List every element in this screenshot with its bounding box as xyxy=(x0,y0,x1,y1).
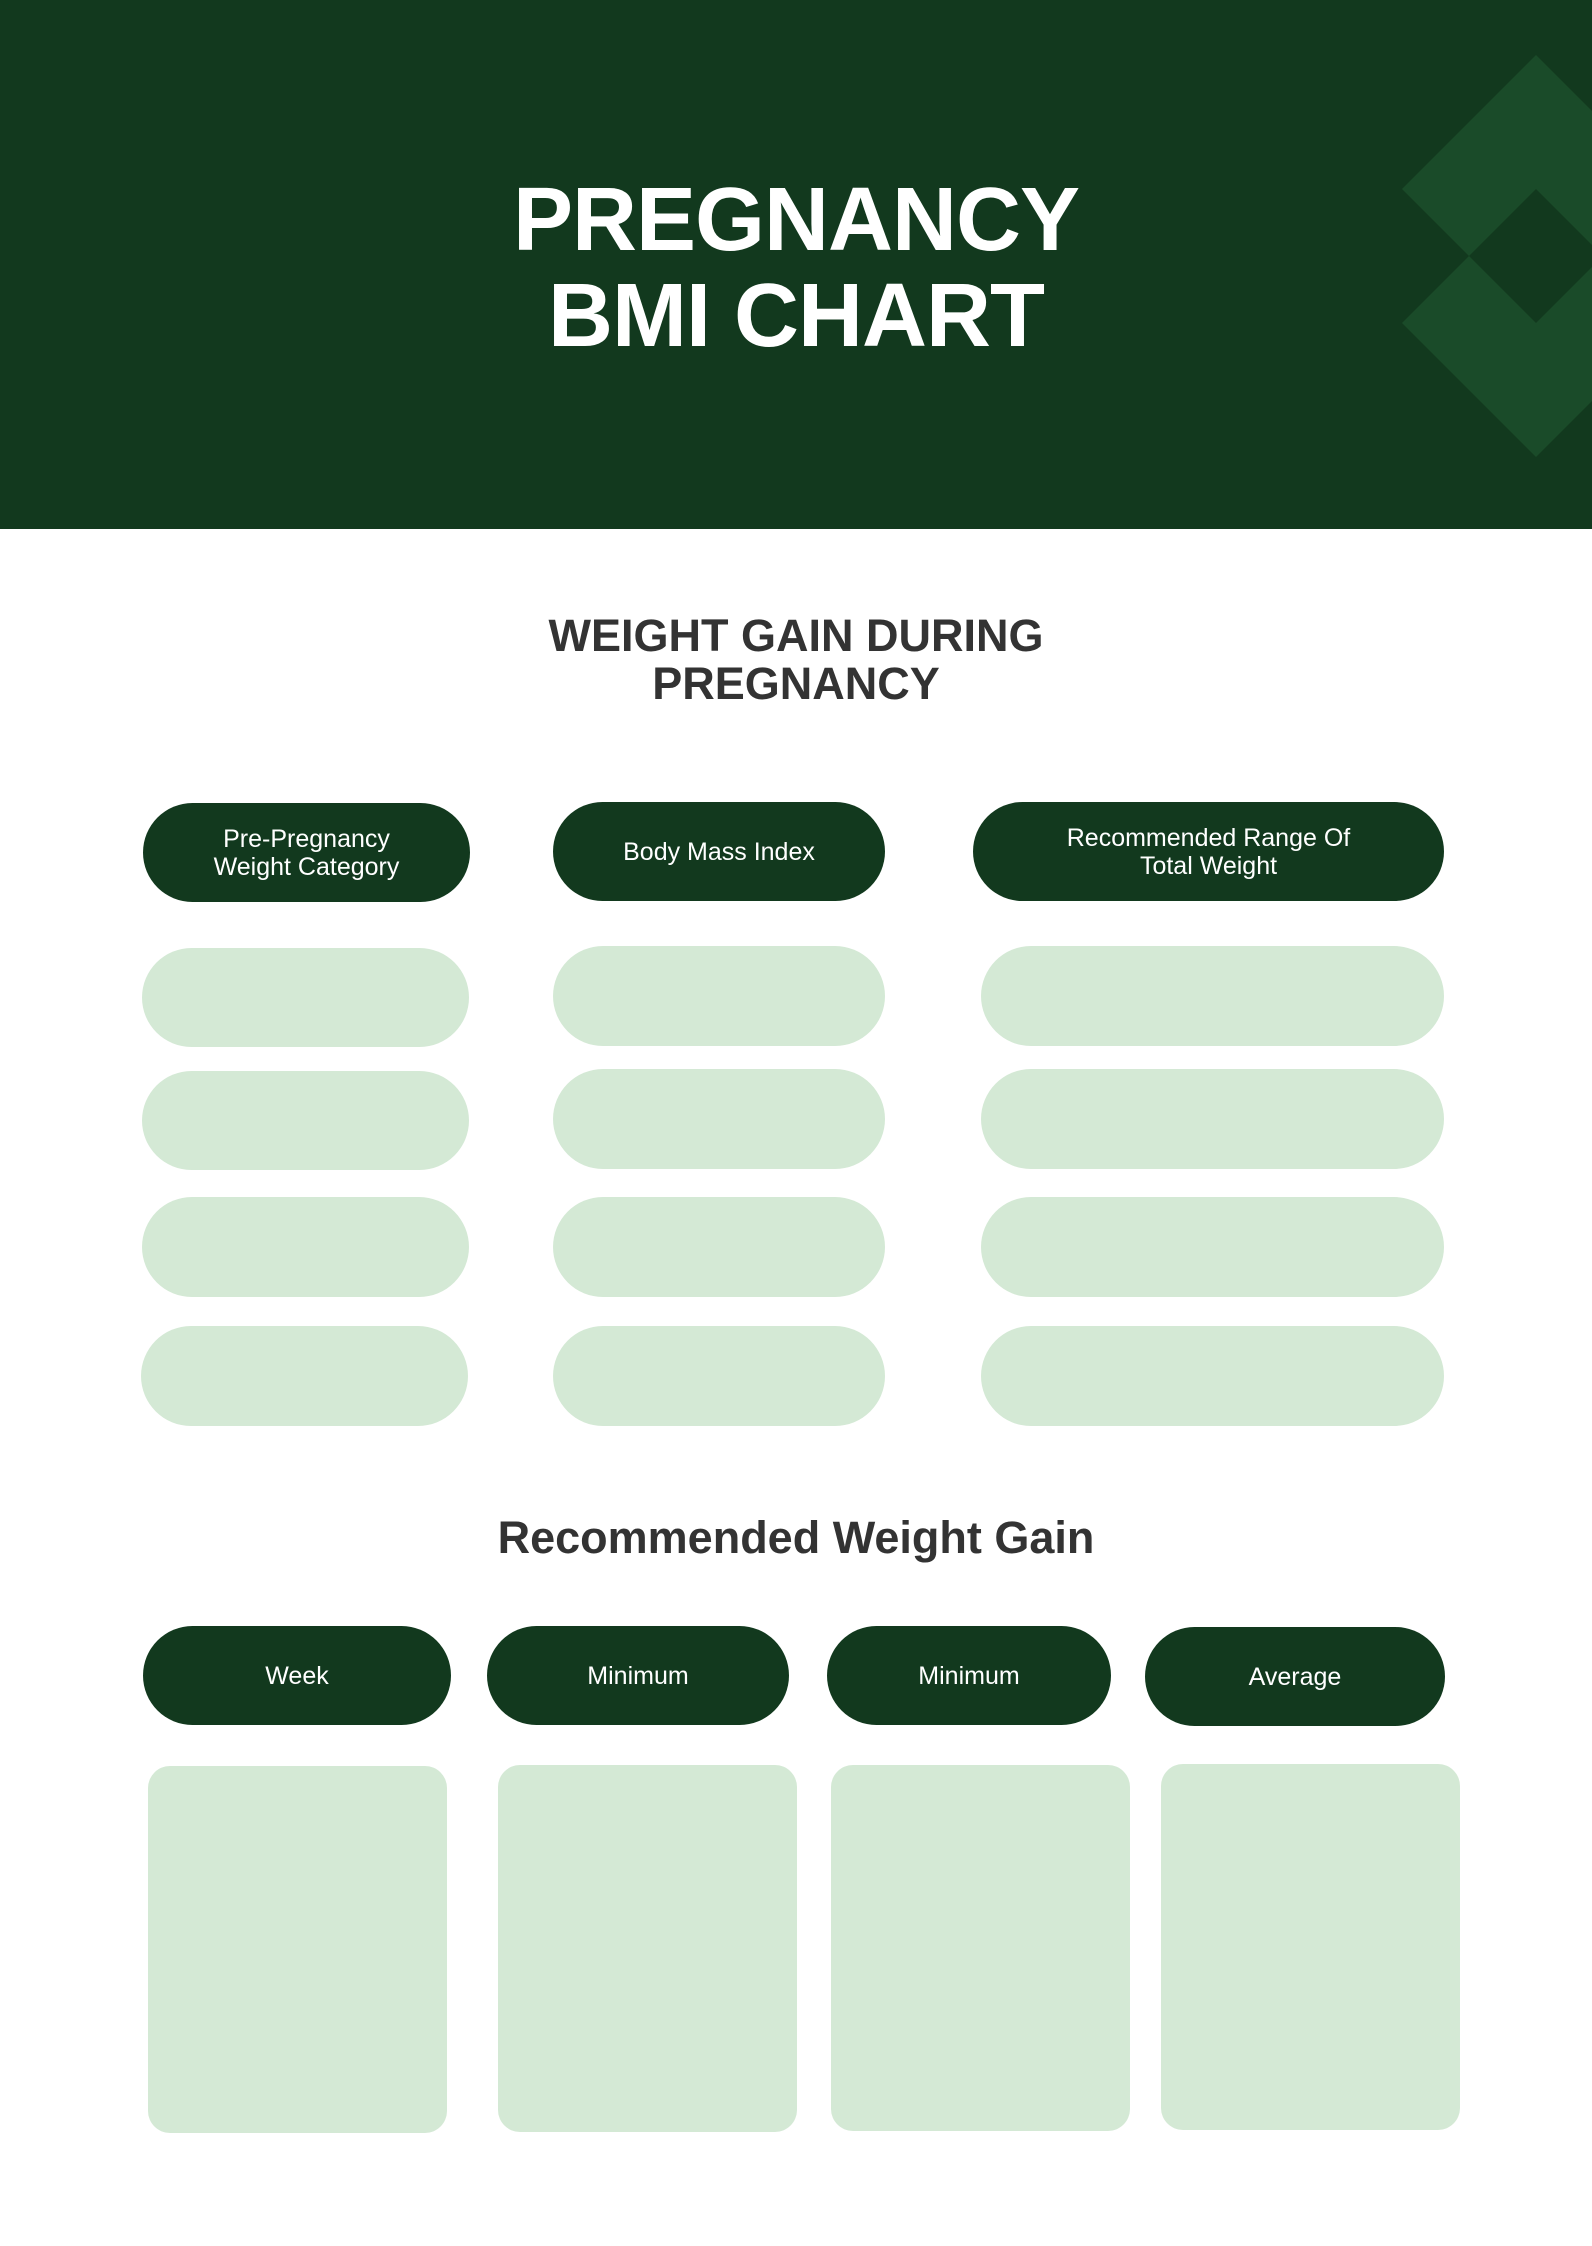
bmi-cell[interactable] xyxy=(553,946,885,1046)
minimum-value-box[interactable] xyxy=(498,1765,797,2132)
column-header-label: Week xyxy=(265,1661,329,1690)
recommended-weight-gain-heading: Recommended Weight Gain xyxy=(497,1512,1095,1563)
header-banner: PREGNANCY BMI CHART xyxy=(0,0,1592,529)
column-header-minimum-2: Minimum xyxy=(827,1626,1111,1725)
weight-category-cell[interactable] xyxy=(142,1071,469,1170)
column-header-bmi: Body Mass Index xyxy=(553,802,885,901)
title-line-2: BMI CHART xyxy=(548,266,1045,366)
recommended-range-cell[interactable] xyxy=(981,1326,1444,1426)
recommended-range-cell[interactable] xyxy=(981,1069,1444,1169)
column-header-label: Average xyxy=(1248,1662,1342,1691)
weight-category-cell[interactable] xyxy=(142,948,469,1047)
week-value-box[interactable] xyxy=(148,1766,447,2133)
recommended-range-cell[interactable] xyxy=(981,1197,1444,1297)
page-title: PREGNANCY BMI CHART xyxy=(0,172,1592,364)
recommended-range-cell[interactable] xyxy=(981,946,1444,1046)
title-line-1: PREGNANCY xyxy=(512,170,1080,270)
weight-gain-heading-line-2: PREGNANCY xyxy=(652,658,940,709)
column-header-recommended-range: Recommended Range Of Total Weight xyxy=(973,802,1444,901)
column-header-label: Weight Category xyxy=(213,852,400,881)
column-header-label: Body Mass Index xyxy=(623,837,815,866)
average-value-box[interactable] xyxy=(1161,1764,1460,2130)
column-header-label: Total Weight xyxy=(1139,851,1278,880)
column-header-minimum: Minimum xyxy=(487,1626,789,1725)
bmi-cell[interactable] xyxy=(553,1197,885,1297)
minimum-2-value-box[interactable] xyxy=(831,1765,1130,2131)
column-header-week: Week xyxy=(143,1626,451,1725)
bmi-cell[interactable] xyxy=(553,1326,885,1426)
weight-category-cell[interactable] xyxy=(142,1197,469,1297)
column-header-average: Average xyxy=(1145,1627,1445,1726)
weight-gain-heading: WEIGHT GAIN DURING PREGNANCY xyxy=(0,612,1592,708)
column-header-weight-category: Pre-Pregnancy Weight Category xyxy=(143,803,470,902)
column-header-label: Minimum xyxy=(587,1661,689,1690)
weight-category-cell[interactable] xyxy=(141,1326,468,1426)
column-header-label: Recommended Range Of xyxy=(1066,823,1351,852)
diamond-pattern-icon xyxy=(1402,55,1592,457)
weight-gain-heading-line-1: WEIGHT GAIN DURING xyxy=(548,610,1044,661)
column-header-label: Pre-Pregnancy xyxy=(223,824,390,853)
bmi-cell[interactable] xyxy=(553,1069,885,1169)
column-header-label: Minimum xyxy=(918,1661,1020,1690)
